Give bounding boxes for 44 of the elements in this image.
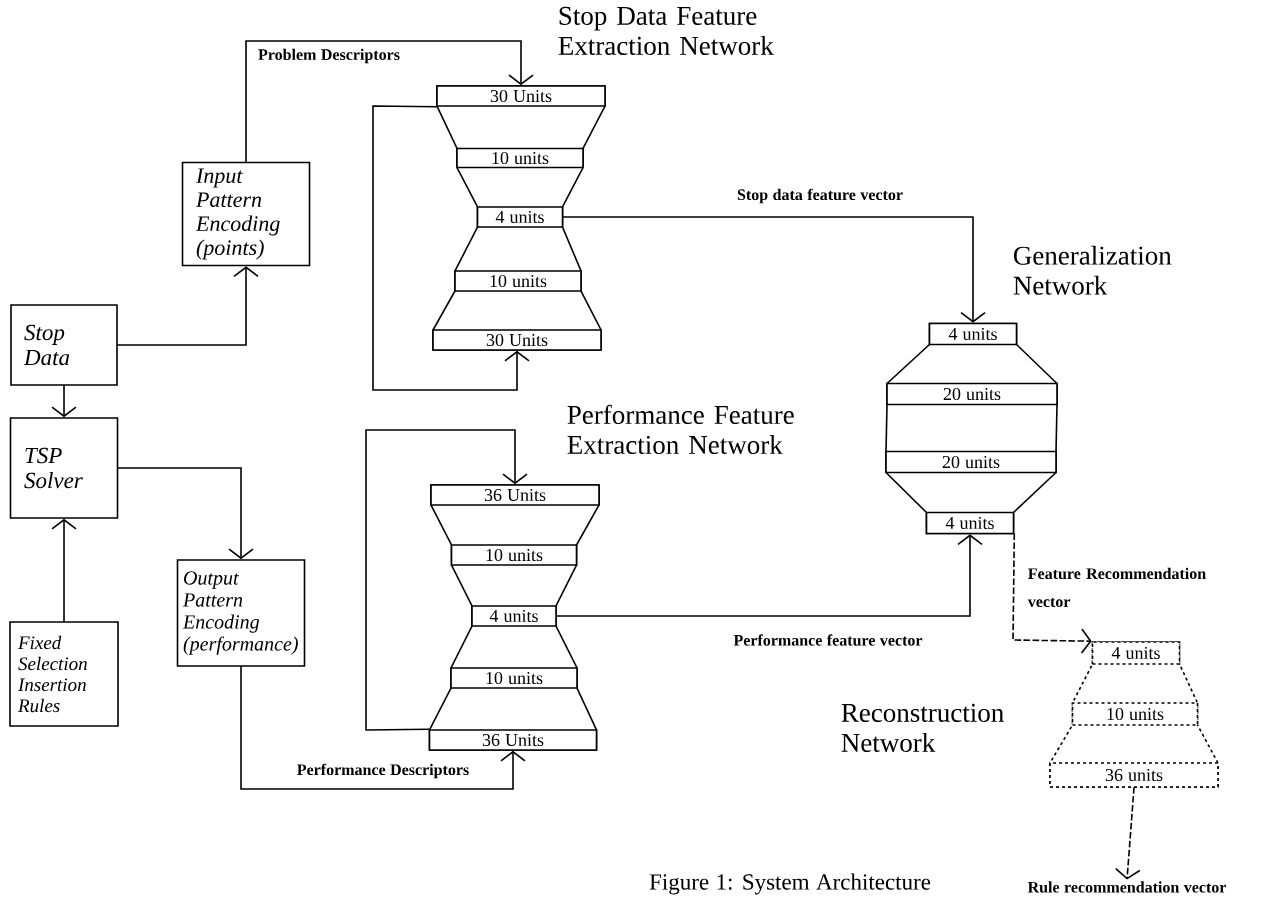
layer-box: 30 Units <box>432 329 602 351</box>
layer-box: 36 Units <box>430 484 600 506</box>
process-box: Input Pattern Encoding (points) <box>181 161 311 267</box>
network-title: Reconstruction Network <box>841 703 1004 752</box>
layer-box: 4 units <box>928 322 1018 346</box>
layer-box: 30 Units <box>436 85 606 107</box>
arrow <box>117 467 254 560</box>
layer-box: 4 units <box>925 511 1015 535</box>
layer-box: 4 units <box>471 605 557 627</box>
network-title: Stop Data Feature Extraction Network <box>558 6 774 55</box>
network-title: Generalization Network <box>1013 245 1172 295</box>
arrow <box>51 518 77 622</box>
layer-box: 4 units <box>476 206 564 228</box>
arrow <box>365 429 528 731</box>
layer-box: 36 units <box>1049 762 1219 788</box>
layer-box: 10 units <box>454 270 582 292</box>
process-box: Stop Data <box>10 304 118 386</box>
layer-box: 20 units <box>886 382 1058 406</box>
output-label: Rule recommendation vector <box>1027 881 1227 893</box>
layer-box: 4 units <box>1091 641 1181 665</box>
process-box: Output Pattern Encoding (performance) <box>176 559 306 667</box>
edge-label: Performance feature vector <box>732 633 924 647</box>
layer-box: 10 units <box>450 667 578 689</box>
arrow <box>1115 787 1141 880</box>
layer-box: 10 units <box>456 147 584 169</box>
layer-box: 36 Units <box>428 729 598 751</box>
arrow <box>556 534 983 617</box>
network-title: Performance Feature Extraction Network <box>567 404 794 455</box>
arrow <box>245 40 534 163</box>
arrow <box>1012 533 1092 654</box>
layer-box: 10 units <box>450 544 578 566</box>
arrow <box>117 266 259 346</box>
process-box: TSP Solver <box>9 417 119 519</box>
process-box: Fixed Selection Insertion Rules <box>9 621 119 727</box>
layer-box: 20 units <box>885 450 1057 474</box>
edge-label: Feature Recommendation vector <box>1027 567 1206 608</box>
edge-label: Stop data feature vector <box>736 187 904 205</box>
caption: Figure 1: System Architecture <box>649 873 931 895</box>
edge-label: Problem Descriptors <box>257 47 401 65</box>
arrow <box>562 216 986 323</box>
arrow <box>372 105 530 391</box>
edge-label: Performance Descriptors <box>295 762 471 780</box>
arrow <box>240 666 526 790</box>
layer-box: 10 units <box>1071 702 1199 726</box>
